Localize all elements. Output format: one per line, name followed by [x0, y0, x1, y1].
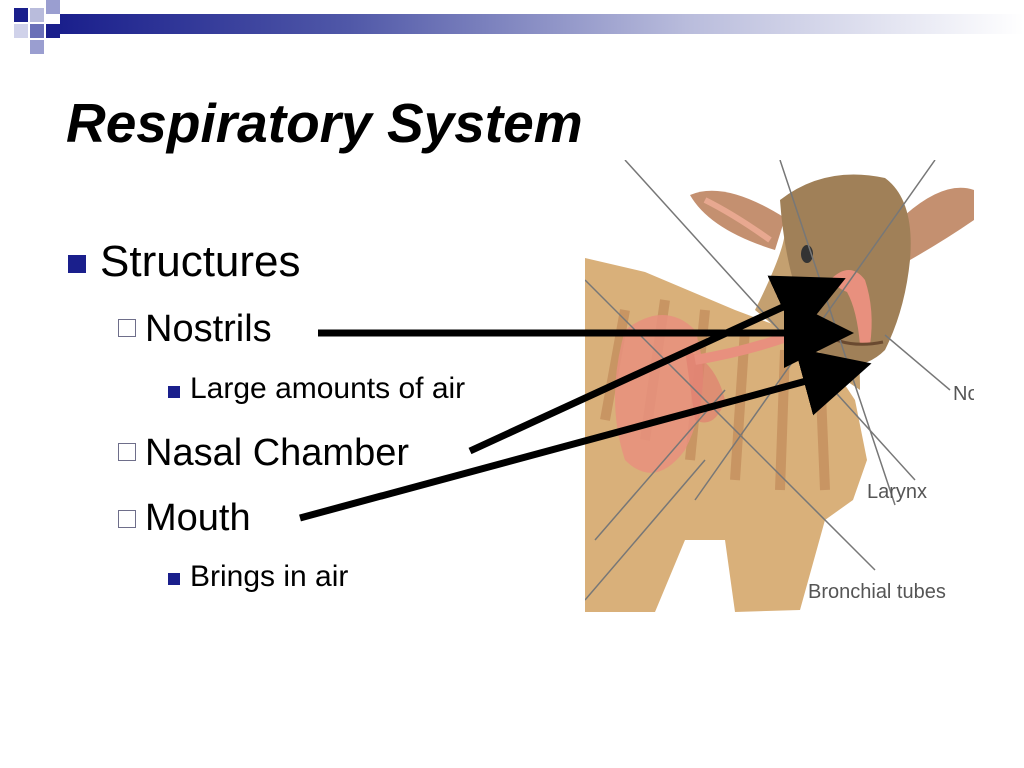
deco-square [14, 8, 28, 22]
animal-anatomy-illustration: No Larynx Bronchial tubes [585, 160, 974, 612]
deco-square [46, 0, 60, 14]
bullet-hollow-square-icon [118, 510, 136, 528]
deco-square [30, 8, 44, 22]
bullet-small-square-icon [168, 573, 180, 585]
bullet-nostrils-detail: Large amounts of air [190, 372, 466, 405]
bullet-small-square-icon [168, 386, 180, 398]
deco-square [30, 40, 44, 54]
nasal-passage [830, 270, 872, 345]
deco-square [30, 24, 44, 38]
slide-title: Respiratory System [66, 92, 583, 154]
bullet-nostrils: Nostrils [145, 308, 272, 350]
bullet-mouth-detail: Brings in air [190, 560, 349, 593]
deco-square [14, 24, 28, 38]
bullet-square-icon [68, 255, 86, 273]
animal-body [585, 174, 974, 612]
header-gradient-bar [60, 14, 1024, 34]
bullet-structures: Structures [100, 237, 301, 286]
label-bronchial-tubes: Bronchial tubes [808, 581, 946, 603]
bullet-hollow-square-icon [118, 443, 136, 461]
animal-ear-right [905, 187, 974, 260]
label-larynx: Larynx [867, 481, 927, 503]
deco-square [46, 24, 60, 38]
bullet-nasal-chamber: Nasal Chamber [145, 432, 409, 474]
label-nose-partial: No [953, 383, 974, 405]
animal-ear-inner-left [703, 197, 772, 243]
bullet-hollow-square-icon [118, 319, 136, 337]
bullet-mouth: Mouth [145, 497, 251, 539]
